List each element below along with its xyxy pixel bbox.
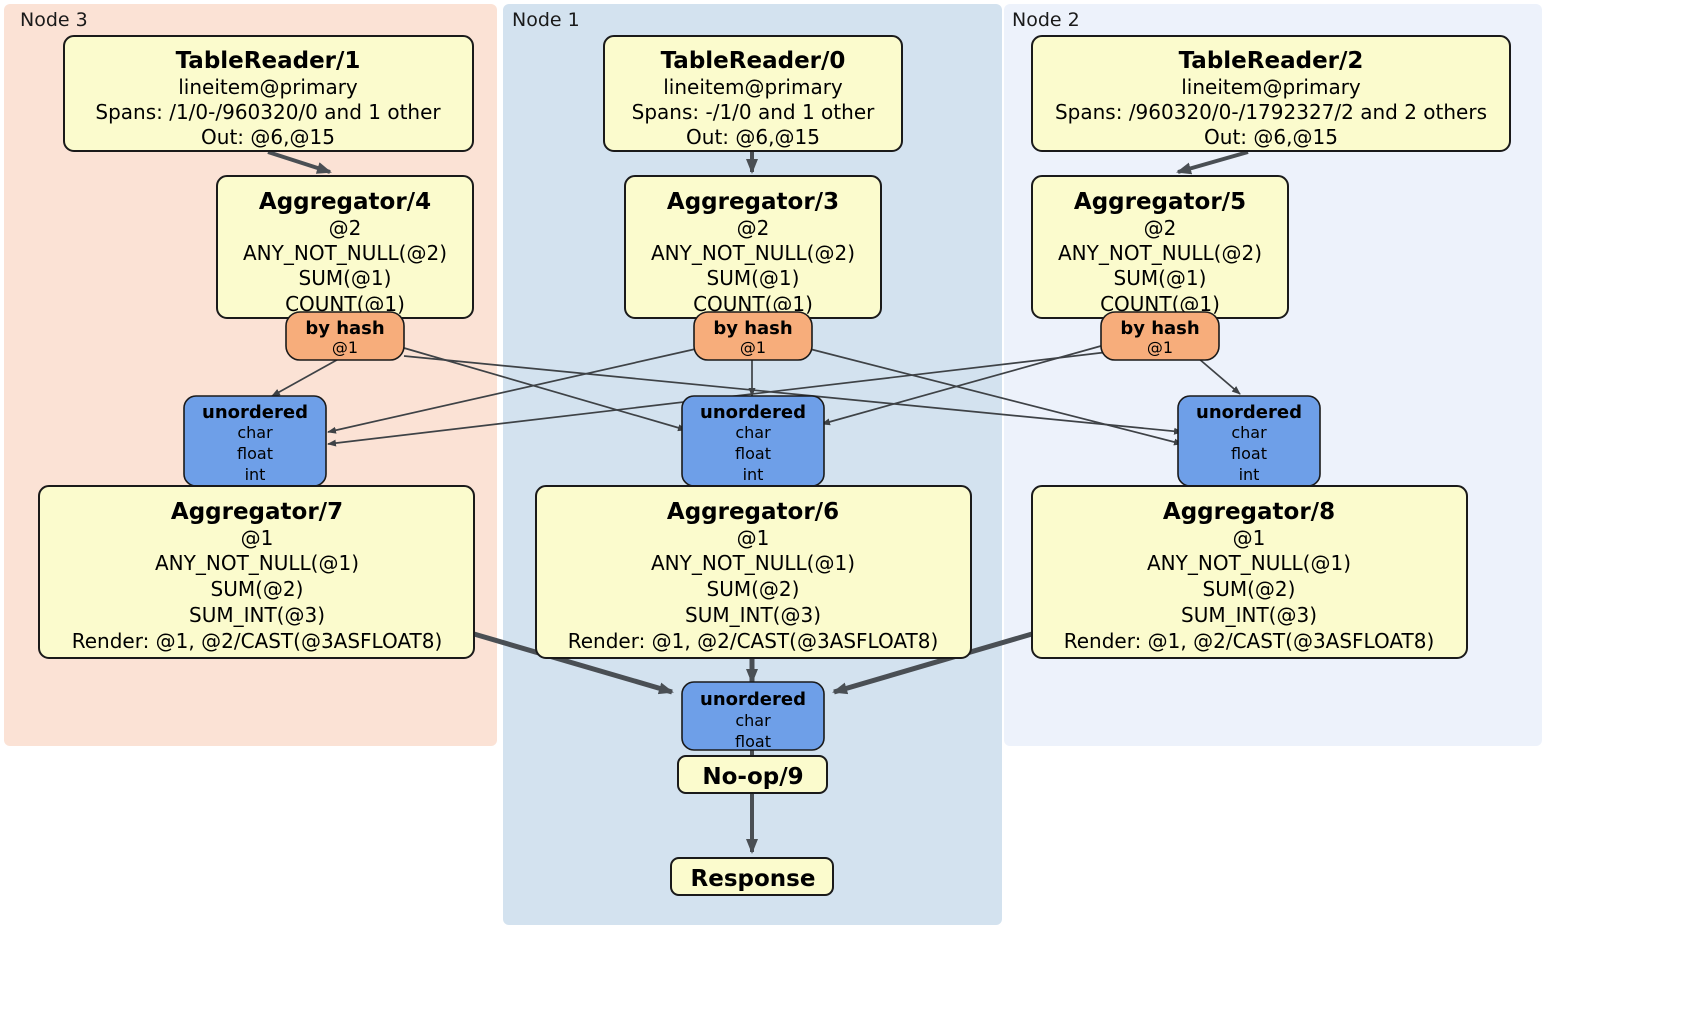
router-line: @1 [332,338,358,357]
router-by-hash-left[interactable]: by hash @1 [285,311,405,361]
router-line: float [735,732,771,751]
router-line: @1 [740,338,766,357]
processor-line: lineitem@primary [663,75,843,99]
processor-line: ANY_NOT_NULL(@2) [1058,241,1262,265]
processor-line: lineitem@primary [1181,75,1361,99]
router-title: unordered [202,402,308,423]
edge-hashL-unordR [403,355,1183,435]
edge-agg8-final [832,631,1033,695]
router-unordered-right[interactable]: unordered char float int [1177,395,1321,487]
processor-line: @1 [1233,526,1266,550]
panel-node1-label: Node 1 [512,9,580,31]
edge-hashC-unordR [805,347,1183,446]
processor-title: Aggregator/5 [1074,189,1246,215]
router-unordered-center[interactable]: unordered char float int [681,395,825,487]
edge-hashL-unordL [271,355,345,397]
router-line: int [1239,465,1260,484]
router-line: char [735,711,771,730]
router-line: char [735,423,771,442]
router-title: by hash [1120,318,1199,339]
processor-line: SUM_INT(@3) [685,603,821,627]
processor-title: Aggregator/8 [1163,499,1335,525]
processor-line: @1 [737,526,770,550]
processor-title: Response [691,866,816,892]
router-title: unordered [1196,402,1302,423]
processor-response[interactable]: Response [670,857,834,896]
processor-tablereader-0[interactable]: TableReader/0 lineitem@primary Spans: -/… [603,35,903,152]
processor-aggregator-5[interactable]: Aggregator/5 @2 ANY_NOT_NULL(@2) SUM(@1)… [1031,175,1289,319]
processor-line: @1 [241,526,274,550]
router-title: by hash [305,318,384,339]
router-line: float [1231,444,1267,463]
processor-title: TableReader/0 [661,48,846,74]
processor-line: ANY_NOT_NULL(@2) [243,241,447,265]
edge-hashR-unordR [1197,357,1241,395]
processor-line: @2 [1144,216,1177,240]
processor-line: Spans: -/1/0 and 1 other [632,100,875,124]
processor-title: Aggregator/6 [667,499,839,525]
processor-aggregator-3[interactable]: Aggregator/3 @2 ANY_NOT_NULL(@2) SUM(@1)… [624,175,882,319]
processor-line: @2 [329,216,362,240]
processor-title: Aggregator/4 [259,189,431,215]
edge-tr2-agg5 [1176,150,1249,175]
processor-line: SUM(@1) [299,266,392,290]
processor-line: Out: @6,@15 [1204,125,1338,149]
edge-hashL-unordC [403,347,687,432]
processor-line: ANY_NOT_NULL(@2) [651,241,855,265]
processor-title: TableReader/1 [176,48,361,74]
processor-line: @2 [737,216,770,240]
processor-aggregator-7[interactable]: Aggregator/7 @1 ANY_NOT_NULL(@1) SUM(@2)… [38,485,475,659]
router-title: by hash [713,318,792,339]
processor-noop-9[interactable]: No-op/9 [677,755,828,794]
router-line: int [743,465,764,484]
processor-aggregator-6[interactable]: Aggregator/6 @1 ANY_NOT_NULL(@1) SUM(@2)… [535,485,972,659]
router-unordered-final[interactable]: unordered char float [681,681,825,751]
processor-line: SUM(@2) [1203,577,1296,601]
processor-line: Spans: /960320/0-/1792327/2 and 2 others [1055,100,1487,124]
processor-line: ANY_NOT_NULL(@1) [155,551,359,575]
processor-line: Out: @6,@15 [686,125,820,149]
edge-hashC-unordL [327,347,701,434]
processor-line: Render: @1, @2/CAST(@3ASFLOAT8) [1064,629,1435,653]
router-line: char [237,423,273,442]
processor-line: SUM(@1) [707,266,800,290]
router-by-hash-right[interactable]: by hash @1 [1100,311,1220,361]
processor-line: ANY_NOT_NULL(@1) [651,551,855,575]
processor-tablereader-2[interactable]: TableReader/2 lineitem@primary Spans: /9… [1031,35,1511,152]
processor-line: SUM_INT(@3) [1181,603,1317,627]
edge-tr1-agg4 [267,150,332,174]
processor-title: TableReader/2 [1179,48,1364,74]
processor-line: SUM(@2) [707,577,800,601]
processor-title: No-op/9 [702,764,803,790]
processor-line: Render: @1, @2/CAST(@3ASFLOAT8) [568,629,939,653]
edge-agg7-final [473,631,674,695]
processor-line: SUM(@2) [211,577,304,601]
processor-title: Aggregator/7 [171,499,343,525]
processor-line: lineitem@primary [178,75,358,99]
processor-aggregator-8[interactable]: Aggregator/8 @1 ANY_NOT_NULL(@1) SUM(@2)… [1031,485,1468,659]
processor-title: Aggregator/3 [667,189,839,215]
processor-tablereader-1[interactable]: TableReader/1 lineitem@primary Spans: /1… [63,35,474,152]
panel-node2-label: Node 2 [1012,9,1080,31]
processor-line: Spans: /1/0-/960320/0 and 1 other [95,100,441,124]
router-line: float [237,444,273,463]
router-line: int [245,465,266,484]
processor-line: Out: @6,@15 [201,125,335,149]
router-title: unordered [700,689,806,710]
processor-line: SUM(@1) [1114,266,1207,290]
router-unordered-left[interactable]: unordered char float int [183,395,327,487]
processor-aggregator-4[interactable]: Aggregator/4 @2 ANY_NOT_NULL(@2) SUM(@1)… [216,175,474,319]
router-line: char [1231,423,1267,442]
router-line: float [735,444,771,463]
router-by-hash-center[interactable]: by hash @1 [693,311,813,361]
panel-node3-label: Node 3 [20,9,88,31]
processor-line: Render: @1, @2/CAST(@3ASFLOAT8) [72,629,443,653]
router-line: @1 [1147,338,1173,357]
processor-line: ANY_NOT_NULL(@1) [1147,551,1351,575]
processor-line: SUM_INT(@3) [189,603,325,627]
router-title: unordered [700,402,806,423]
